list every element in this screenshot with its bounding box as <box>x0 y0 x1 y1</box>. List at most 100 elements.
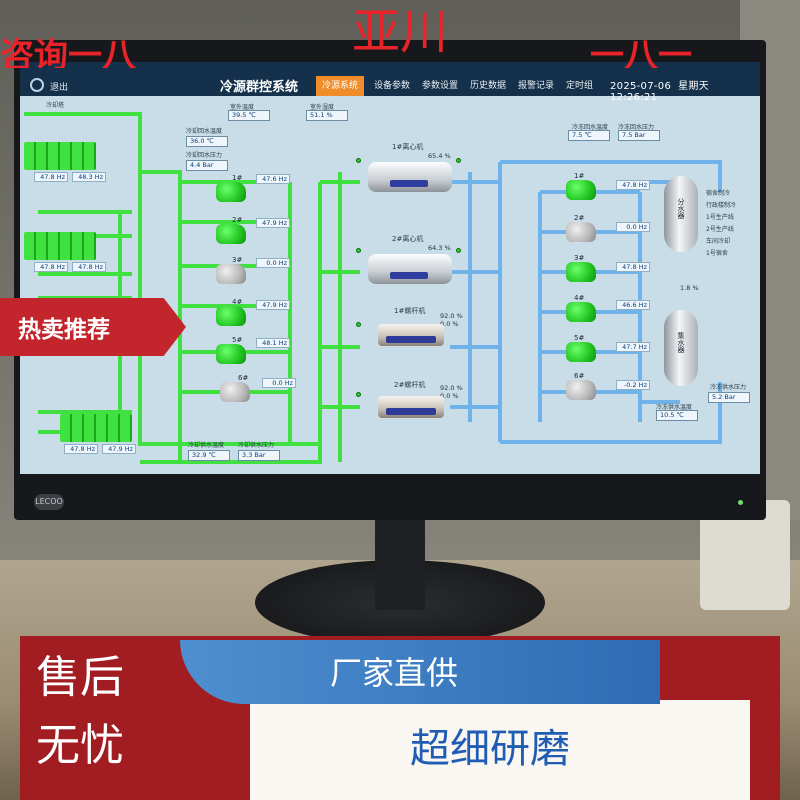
branch-label-2: 行政楼制冷 <box>706 202 737 209</box>
chilled-pump-6-hz: -0.2 Hz <box>616 380 650 390</box>
branch-label-5: 车间冷却 <box>706 238 731 245</box>
screw-chiller-1[interactable] <box>378 324 444 346</box>
status-dot <box>356 392 361 397</box>
promo-worry-free: 无忧 <box>36 720 124 771</box>
cooling-return-temp-label: 冷却回水温度 <box>186 128 223 135</box>
tower-hz-2: 48.3 Hz <box>72 172 106 182</box>
chilled-supply-temp-value: 10.5 ℃ <box>656 410 698 421</box>
branch-label-6: 1号宿舍 <box>706 250 728 257</box>
chilled-pump-3[interactable] <box>566 262 596 282</box>
chilled-pump-3-hz: 47.8 Hz <box>616 262 650 272</box>
screw-chiller-1-load: 92.0 % <box>440 312 463 320</box>
chilled-pump-2[interactable] <box>566 222 596 242</box>
cooling-return-temp-value: 36.0 ℃ <box>186 136 228 147</box>
chilled-supply-pressure-label: 冷冻供水压力 <box>710 384 747 391</box>
cooling-pump-6[interactable] <box>220 382 250 402</box>
chilled-pump-5-hz: 47.7 Hz <box>616 342 650 352</box>
tab-param-settings[interactable]: 参数设置 <box>422 81 459 91</box>
cooling-supply-pressure-value: 3.3 Bar <box>238 450 280 461</box>
promo-bottom-blue-stripe <box>180 640 660 704</box>
tab-device-params[interactable]: 设备参数 <box>374 81 411 91</box>
cooling-pump-5-number: 5# <box>232 336 243 344</box>
hot-sale-badge: 热卖推荐 <box>0 298 186 356</box>
hot-sale-badge-text: 热卖推荐 <box>18 317 110 343</box>
chilled-supply-pressure-value: 5.2 Bar <box>708 392 750 403</box>
tower-hz-5: 47.8 Hz <box>64 444 98 454</box>
chiller-coil <box>390 272 428 279</box>
chilled-pump-1-number: 1# <box>574 172 585 180</box>
chilled-pump-6[interactable] <box>566 380 596 400</box>
cooling-pump-4-number: 4# <box>232 298 243 306</box>
tab-cooling-source[interactable]: 冷源系统 <box>316 76 365 96</box>
promo-after-sales: 售后 <box>36 652 124 703</box>
tab-history[interactable]: 历史数据 <box>470 81 507 91</box>
cooling-supply-temp-label: 冷却供水温度 <box>188 442 225 449</box>
system-title: 冷源群控系统 <box>220 80 299 95</box>
status-dot <box>356 158 361 163</box>
cooling-pump-3[interactable] <box>216 264 246 284</box>
tab-schedule[interactable]: 定时组 <box>566 81 594 91</box>
cooling-pump-4[interactable] <box>216 306 246 326</box>
chilled-pump-6-number: 6# <box>574 372 585 380</box>
cooling-tower-2[interactable] <box>24 232 96 260</box>
branch-label-4: 2号生产线 <box>706 226 734 233</box>
chilled-pump-1[interactable] <box>566 180 596 200</box>
chilled-pump-5-number: 5# <box>574 334 585 342</box>
cooling-pump-1[interactable] <box>216 182 246 202</box>
pipe-network <box>24 112 722 464</box>
chiller-1-name: 1#离心机 <box>392 143 424 151</box>
chilled-pump-5[interactable] <box>566 342 596 362</box>
centrifugal-chiller-1[interactable] <box>368 162 452 192</box>
cooling-tower-label: 冷却塔 <box>46 102 65 109</box>
cooling-supply-pressure-label: 冷却供水压力 <box>238 442 275 449</box>
screw-chiller-2[interactable] <box>378 396 444 418</box>
cooling-return-pressure-label: 冷却回水压力 <box>186 152 223 159</box>
outdoor-temp-value: 39.5 ℃ <box>228 110 270 121</box>
centrifugal-chiller-2[interactable] <box>368 254 452 284</box>
water-distributor-tank[interactable]: 分水器 <box>664 176 698 252</box>
chiller-coil <box>386 408 436 415</box>
outdoor-humidity-value: 51.1 % <box>306 110 348 121</box>
cooling-water-pipes <box>24 112 360 464</box>
cooling-pump-1-number: 1# <box>232 174 243 182</box>
cooling-pump-2-number: 2# <box>232 216 243 224</box>
promo-top-left-text: 咨询一八 <box>0 36 136 68</box>
screw-chiller-2-load: 92.0 % <box>440 384 463 392</box>
cooling-tower-3[interactable] <box>60 414 132 442</box>
chilled-return-pressure-label: 冷冻回水压力 <box>618 124 655 131</box>
chilled-pump-4[interactable] <box>566 302 596 322</box>
weekday: 星期天 <box>678 81 709 92</box>
screw-chiller-2-load-2: 0.0 % <box>440 392 459 400</box>
cooling-return-pressure-value: 4.4 Bar <box>186 160 228 171</box>
chilled-pump-3-number: 3# <box>574 254 585 262</box>
monitor-stand-neck <box>375 520 425 610</box>
tab-alarms[interactable]: 报警记录 <box>518 81 555 91</box>
scada-screen: 退出 冷源群控系统 冷源系统 设备参数 参数设置 历史数据 报警记录 定时组 2… <box>20 62 760 474</box>
cooling-pump-6-number: 6# <box>238 374 249 382</box>
screw-chiller-1-name: 1#螺杆机 <box>394 307 426 315</box>
brand-name: 亚川 <box>351 4 448 60</box>
chilled-pump-4-number: 4# <box>574 294 585 302</box>
cooling-pump-2-hz: 47.9 Hz <box>256 218 290 228</box>
chilled-pump-2-number: 2# <box>574 214 585 222</box>
branch-label-1: 宿舍制冷 <box>706 190 731 197</box>
tower-hz-3: 47.8 Hz <box>34 262 68 272</box>
water-collector-tank[interactable]: 集水器 <box>664 310 698 386</box>
cooling-pump-3-hz: 0.0 Hz <box>256 258 290 268</box>
home-icon[interactable] <box>30 78 44 92</box>
monitor-logo: LECOO <box>34 494 64 510</box>
outdoor-humidity-label: 室外湿度 <box>310 104 335 111</box>
promo-factory-direct: 厂家直供 <box>330 654 459 692</box>
cooling-pump-4-hz: 47.9 Hz <box>256 300 290 310</box>
status-dot <box>356 322 361 327</box>
cooling-pump-3-number: 3# <box>232 256 243 264</box>
exit-button[interactable]: 退出 <box>50 83 69 93</box>
cooling-tower-1[interactable] <box>24 142 96 170</box>
cooling-pump-5[interactable] <box>216 344 246 364</box>
tower-hz-4: 47.8 Hz <box>72 262 106 272</box>
promo-top-right-text: 一八一 <box>590 36 692 68</box>
status-dot <box>456 158 461 163</box>
tower-hz-1: 47.8 Hz <box>34 172 68 182</box>
chilled-supply-temp-label: 冷冻供水温度 <box>656 404 693 411</box>
cooling-pump-2[interactable] <box>216 224 246 244</box>
